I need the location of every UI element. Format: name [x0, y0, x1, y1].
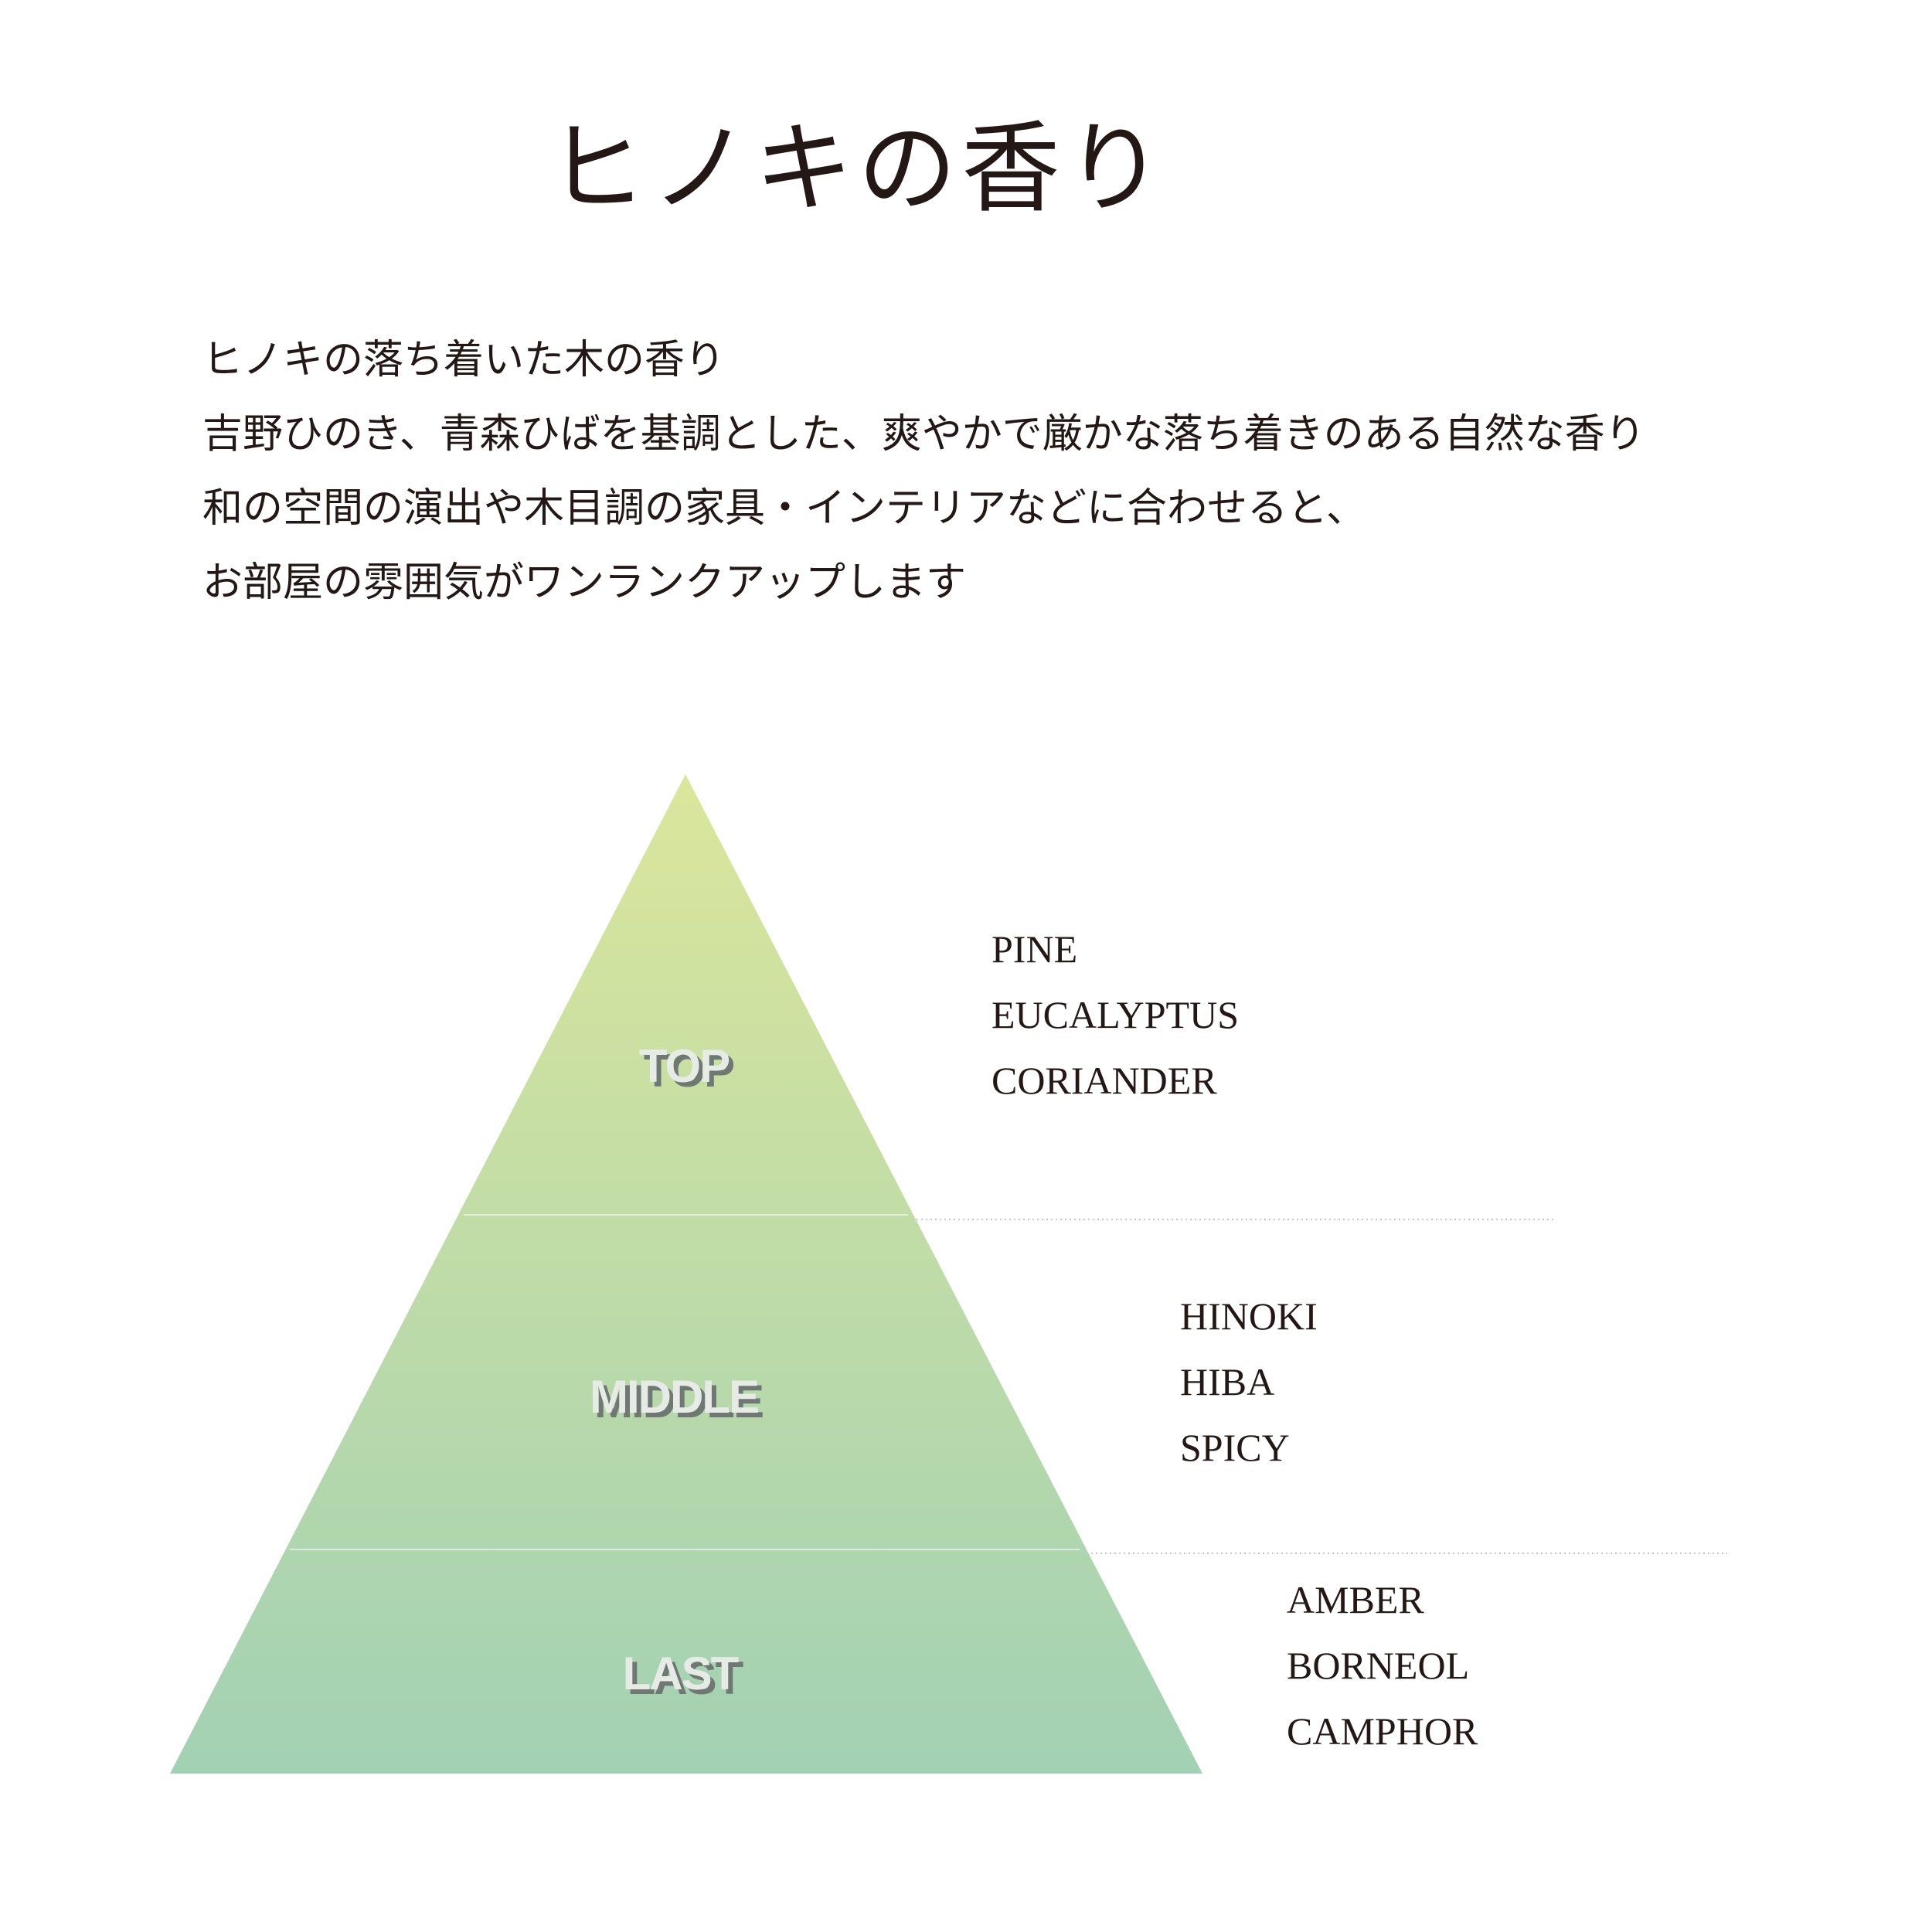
note-item: CAMPHOR [1287, 1709, 1478, 1753]
top-notes-list: PINE EUCALYPTUS CORIANDER [992, 917, 1239, 1114]
note-item: HIBA [1180, 1360, 1275, 1403]
svg-text:LAST: LAST [623, 1648, 739, 1699]
layer-label-last: LAST LAST [623, 1648, 745, 1704]
note-item: SPICY [1180, 1426, 1290, 1469]
description-line: お部屋の雰囲気がワンランクアップします [202, 560, 967, 606]
layer-label-middle: MIDDLE MIDDLE [590, 1371, 764, 1427]
page-title: ヒノキの香り [546, 111, 1168, 226]
pyramid-shape [170, 774, 1202, 1774]
description-line: ヒノキの落ち着いた木の香り [202, 337, 726, 383]
svg-text:TOP: TOP [644, 1045, 733, 1097]
description-line: 吉野ひのき、青森ひばを基調とした、爽やかで厳かな落ち着きのある自然な香り [202, 411, 1645, 457]
description-line: 和の空間の演出や木目調の家具・インテリアなどに合わせると、 [202, 485, 1366, 532]
note-item: AMBER [1287, 1578, 1424, 1621]
layer-label-top: TOP TOP [639, 1040, 735, 1097]
description: ヒノキの落ち着いた木の香り 吉野ひのき、青森ひばを基調とした、爽やかで厳かな落ち… [202, 323, 1825, 620]
last-notes-list: AMBER BORNEOL CAMPHOR [1287, 1567, 1478, 1764]
svg-text:TOP: TOP [639, 1040, 729, 1092]
note-item: PINE [992, 927, 1078, 971]
note-item: BORNEOL [1287, 1644, 1470, 1687]
svg-text:MIDDLE: MIDDLE [594, 1376, 763, 1427]
note-item: CORIANDER [992, 1059, 1217, 1102]
note-item: HINOKI [1180, 1294, 1318, 1338]
svg-text:LAST: LAST [628, 1652, 743, 1704]
middle-notes-list: HINOKI HIBA SPICY [1180, 1284, 1318, 1481]
svg-text:MIDDLE: MIDDLE [590, 1371, 758, 1423]
note-item: EUCALYPTUS [992, 993, 1240, 1036]
